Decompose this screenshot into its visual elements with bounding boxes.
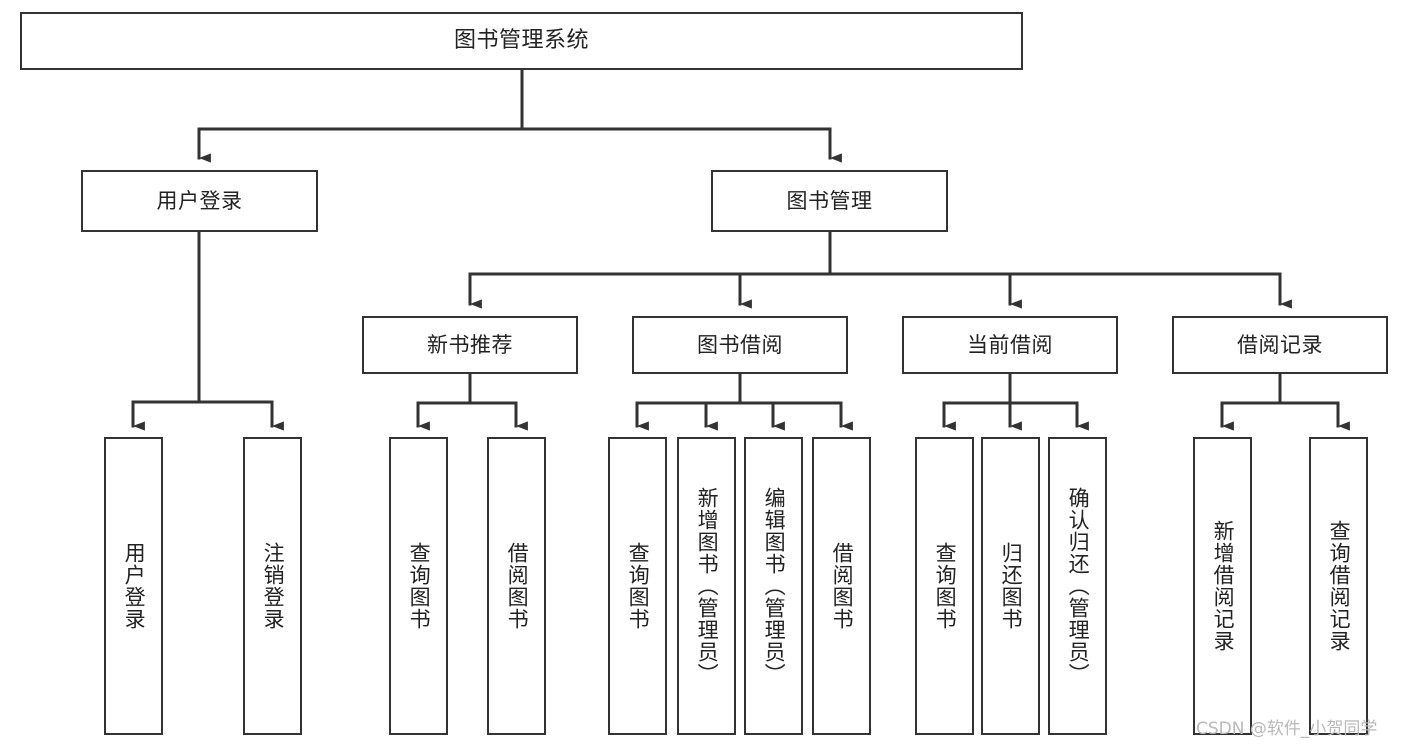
node-label: 注销登录 bbox=[261, 542, 286, 630]
node-label: 编辑图书（管理员） bbox=[762, 487, 787, 685]
node-label: 查询图书 bbox=[626, 542, 651, 630]
node-user-login[interactable]: 用户登录 bbox=[81, 170, 318, 232]
node-label: 图书管理 bbox=[786, 188, 873, 213]
node-label: 新增借阅记录 bbox=[1211, 520, 1236, 652]
leaf-current-confirm-return-admin[interactable]: 确认归还（管理员） bbox=[1048, 437, 1107, 735]
node-new-book-recommend[interactable]: 新书推荐 bbox=[362, 316, 578, 374]
node-borrow-record[interactable]: 借阅记录 bbox=[1172, 316, 1388, 374]
node-label: 借阅记录 bbox=[1237, 332, 1323, 357]
node-label: 确认归还（管理员） bbox=[1066, 487, 1091, 685]
node-label: 图书借阅 bbox=[697, 332, 783, 357]
node-label: 图书管理系统 bbox=[453, 27, 589, 53]
leaf-record-query-record[interactable]: 查询借阅记录 bbox=[1309, 437, 1368, 735]
node-label: 归还图书 bbox=[999, 542, 1024, 630]
node-label: 借阅图书 bbox=[830, 542, 855, 630]
node-label: 查询图书 bbox=[933, 542, 958, 630]
leaf-current-return-book[interactable]: 归还图书 bbox=[981, 437, 1040, 735]
leaf-record-add-record[interactable]: 新增借阅记录 bbox=[1193, 437, 1252, 735]
leaf-current-query-book[interactable]: 查询图书 bbox=[915, 437, 974, 735]
leaf-borrow-edit-book-admin[interactable]: 编辑图书（管理员） bbox=[744, 437, 803, 735]
node-label: 借阅图书 bbox=[505, 542, 530, 630]
node-label: 新增图书（管理员） bbox=[695, 487, 720, 685]
node-book-borrow[interactable]: 图书借阅 bbox=[632, 316, 848, 374]
node-current-borrow[interactable]: 当前借阅 bbox=[902, 316, 1118, 374]
node-root-system[interactable]: 图书管理系统 bbox=[20, 12, 1023, 70]
node-label: 查询借阅记录 bbox=[1327, 520, 1352, 652]
node-label: 用户登录 bbox=[156, 188, 243, 213]
leaf-new-book-borrow[interactable]: 借阅图书 bbox=[487, 437, 546, 735]
leaf-new-book-query[interactable]: 查询图书 bbox=[389, 437, 448, 735]
node-label: 查询图书 bbox=[407, 542, 432, 630]
node-book-management[interactable]: 图书管理 bbox=[711, 170, 948, 232]
node-label: 用户登录 bbox=[122, 542, 147, 630]
leaf-user-login-signin[interactable]: 用户登录 bbox=[104, 437, 163, 735]
leaf-borrow-query-book[interactable]: 查询图书 bbox=[608, 437, 667, 735]
leaf-borrow-borrow-book[interactable]: 借阅图书 bbox=[812, 437, 871, 735]
node-label: 当前借阅 bbox=[967, 332, 1053, 357]
leaf-borrow-add-book-admin[interactable]: 新增图书（管理员） bbox=[677, 437, 736, 735]
node-label: 新书推荐 bbox=[427, 332, 513, 357]
leaf-user-login-signout[interactable]: 注销登录 bbox=[243, 437, 302, 735]
csdn-watermark: CSDN @软件_小贺同学 bbox=[1196, 719, 1378, 739]
